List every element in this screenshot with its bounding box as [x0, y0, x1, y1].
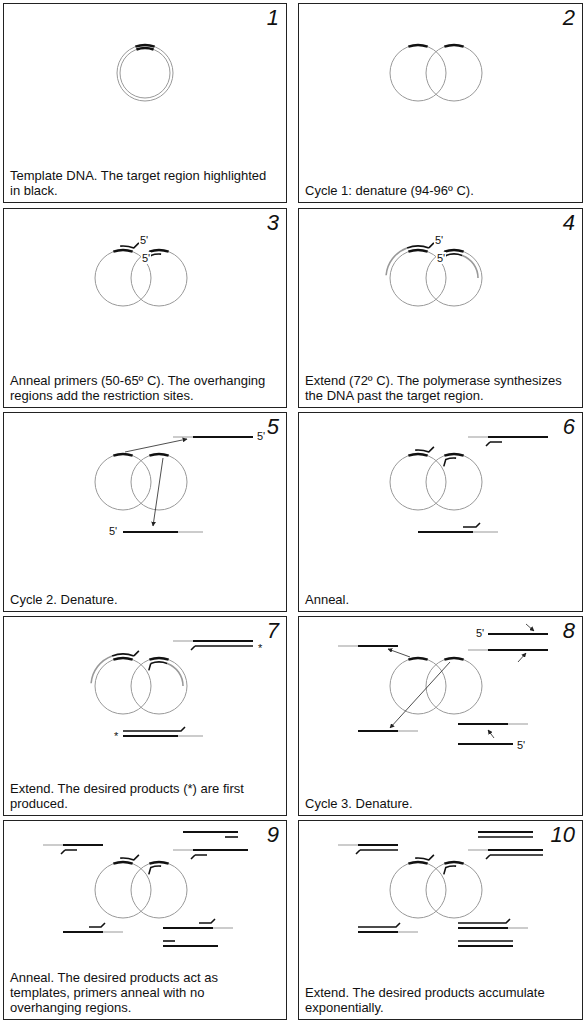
product-marker: *: [113, 730, 119, 742]
step-panel: 7Extend. The desired products (*) are fi…: [3, 616, 287, 816]
step-caption: Extend. The desired products (*) are fir…: [10, 781, 278, 811]
step-number: 3: [267, 211, 279, 235]
step-number: 6: [563, 415, 575, 439]
step-caption: Template DNA. The target region highligh…: [10, 168, 278, 198]
step-panel: 8Cycle 3. Denature.: [298, 616, 583, 816]
step-number: 4: [563, 211, 575, 235]
step-panel: 6Anneal.: [298, 412, 583, 612]
step-number: 5: [267, 415, 279, 439]
step-caption: Cycle 3. Denature.: [305, 796, 574, 811]
five-prime-label: 5': [141, 252, 151, 264]
step-number: 7: [267, 619, 279, 643]
step-caption: Anneal primers (50-65º C). The overhangi…: [10, 373, 278, 403]
step-number: 10: [551, 823, 575, 847]
step-caption: Extend. The desired products accumulate …: [305, 985, 574, 1015]
product-marker: *: [257, 642, 263, 654]
step-caption: Cycle 2. Denature.: [10, 592, 278, 607]
step-caption: Extend (72º C). The polymerase synthesiz…: [305, 373, 574, 403]
five-prime-label: 5': [256, 430, 266, 442]
step-number: 2: [563, 6, 575, 30]
five-prime-label: 5': [108, 525, 118, 537]
step-panel: 2Cycle 1: denature (94-96º C).: [298, 3, 583, 203]
step-number: 1: [267, 6, 279, 30]
five-prime-label: 5': [139, 234, 149, 246]
step-number: 9: [267, 823, 279, 847]
five-prime-label: 5': [475, 627, 485, 639]
step-caption: Anneal.: [305, 592, 574, 607]
step-number: 8: [563, 619, 575, 643]
five-prime-label: 5': [436, 252, 446, 264]
step-panel: 5Cycle 2. Denature.: [3, 412, 287, 612]
step-caption: Anneal. The desired products act as temp…: [10, 970, 278, 1015]
step-panel: 9Anneal. The desired products act as tem…: [3, 820, 287, 1020]
step-caption: Cycle 1: denature (94-96º C).: [305, 183, 574, 198]
step-panel: 10Extend. The desired products accumulat…: [298, 820, 583, 1020]
step-panel: 1Template DNA. The target region highlig…: [3, 3, 287, 203]
five-prime-label: 5': [434, 234, 444, 246]
five-prime-label: 5': [516, 739, 526, 751]
